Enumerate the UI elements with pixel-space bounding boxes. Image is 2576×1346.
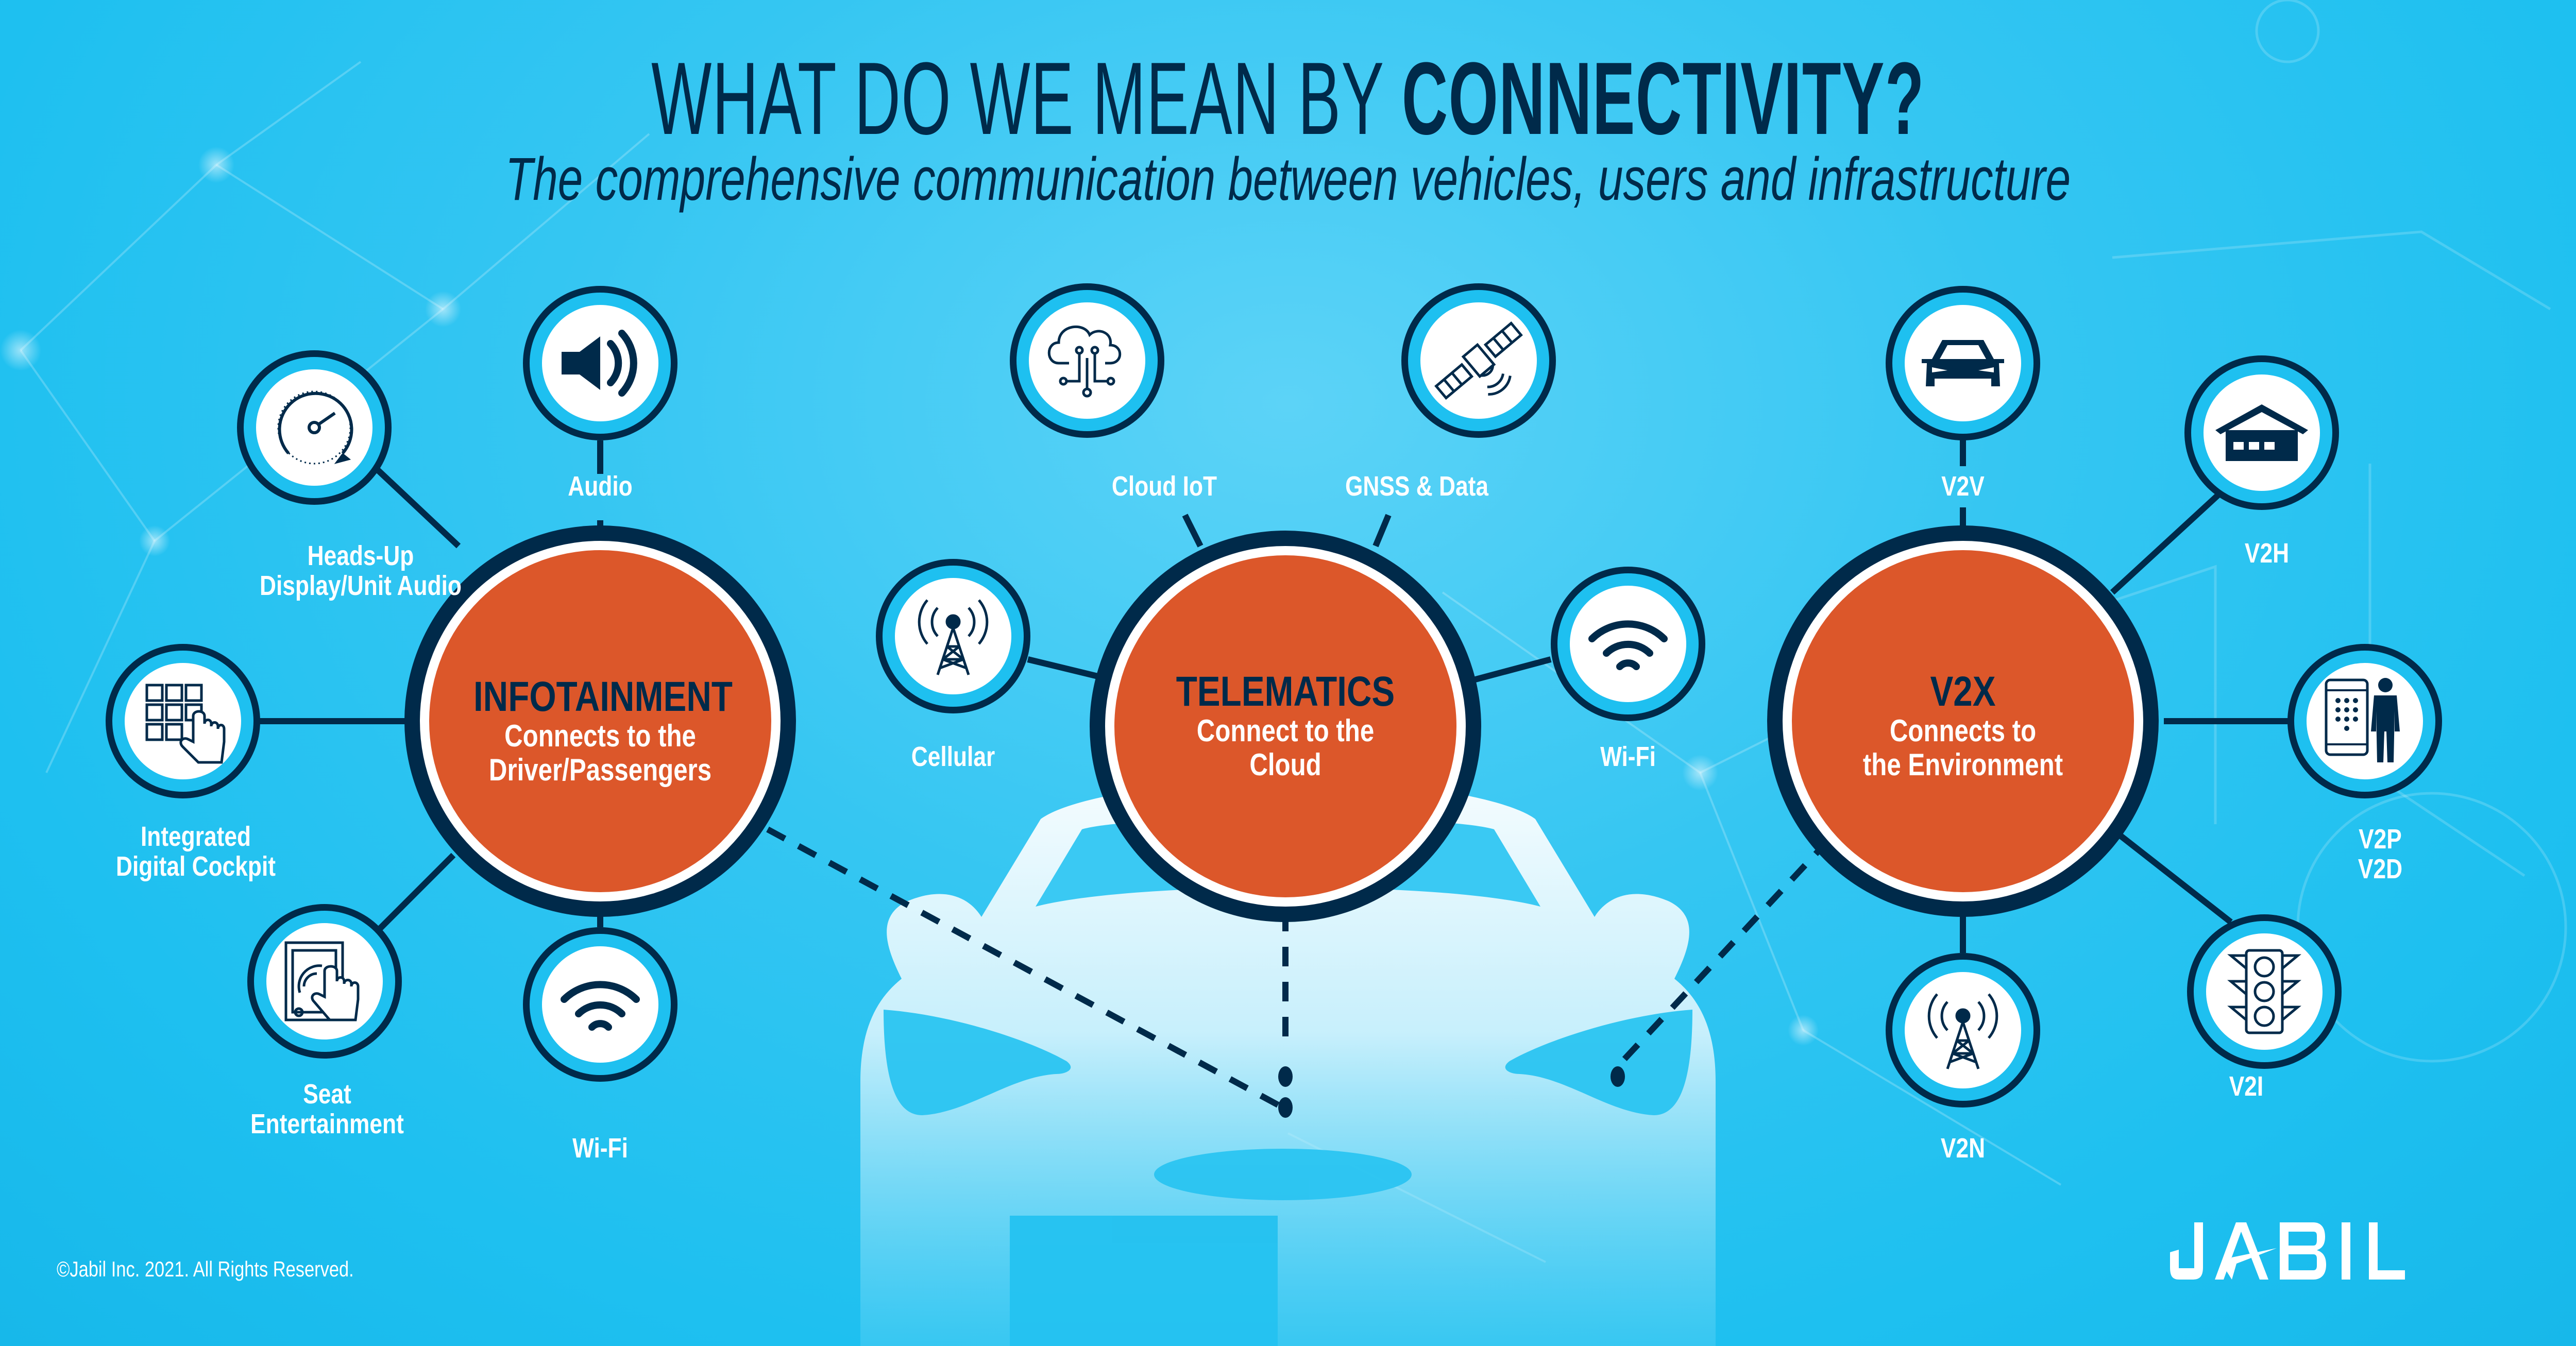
label-line1: Wi-Fi — [1600, 741, 1656, 772]
wifi-icon — [561, 981, 640, 1031]
hub-subtitle-line1: Connects to — [1889, 713, 2037, 748]
satellite-icon — [1434, 321, 1523, 400]
label-line2: V2D — [2358, 854, 2403, 884]
label-line1: V2V — [1941, 471, 1985, 502]
label-gnss-data: GNSS & Data — [1332, 471, 1501, 501]
node-gnss-data — [1401, 283, 1556, 438]
cell-tower-icon — [918, 599, 989, 675]
node-v2n — [1886, 953, 2040, 1108]
hub-subtitle-line2: Cloud — [1249, 747, 1321, 782]
label-integrated-digital-cockpit: Integrated Digital Cockpit — [90, 822, 301, 881]
label-line1: Audio — [568, 471, 633, 502]
hub-title: INFOTAINMENT — [473, 673, 733, 720]
label-line1: V2N — [1940, 1133, 1986, 1164]
house-icon — [2215, 404, 2308, 461]
car-link-endpoints — [1278, 1066, 1625, 1118]
page-title: WHAT DO WE MEAN BY CONNECTIVITY? — [489, 47, 2087, 150]
label-line1: V2P — [2359, 824, 2402, 855]
traffic-light-icon — [2227, 949, 2301, 1034]
hub-title: TELEMATICS — [1176, 668, 1395, 715]
title-light: WHAT DO WE MEAN BY — [651, 41, 1402, 156]
label-seat-entertainment: Seat Entertainment — [232, 1079, 422, 1139]
cloud-iot-icon — [1047, 326, 1122, 398]
keypad-touch-icon — [145, 684, 226, 764]
node-wifi-infotainment — [523, 927, 677, 1082]
label-line1: Seat — [303, 1079, 351, 1110]
gauge-icon — [277, 390, 353, 465]
node-v2p-v2d — [2287, 644, 2442, 798]
hub-subtitle-line1: Connects to the — [504, 719, 696, 753]
node-v2h — [2184, 355, 2339, 510]
node-integrated-digital-cockpit — [106, 644, 260, 798]
label-line1: Wi-Fi — [572, 1133, 628, 1164]
hub-subtitle-line2: the Environment — [1862, 747, 2063, 782]
wifi-icon — [1588, 620, 1668, 670]
label-wifi-infotainment: Wi-Fi — [516, 1133, 685, 1163]
node-heads-up-display — [237, 350, 392, 505]
hub-subtitle-line2: Driver/Passengers — [488, 753, 712, 787]
label-line1: Integrated — [140, 821, 251, 852]
hub-telematics-text: TELEMATICS Connect to the Cloud — [1159, 670, 1412, 782]
node-cloud-iot — [1010, 283, 1164, 438]
label-line1: GNSS & Data — [1345, 471, 1489, 502]
label-line1: Heads-Up — [307, 540, 414, 571]
node-audio — [523, 286, 677, 440]
hub-title: V2X — [1930, 668, 1996, 715]
label-line1: Cloud IoT — [1111, 471, 1217, 502]
label-line1: V2I — [2229, 1071, 2264, 1102]
jabil-logo — [2170, 1222, 2405, 1280]
dashed-car-links — [766, 826, 1832, 1111]
tablet-touch-icon — [284, 941, 360, 1021]
label-v2n: V2N — [1878, 1133, 2047, 1163]
node-cellular — [876, 559, 1030, 713]
node-v2v — [1886, 286, 2040, 440]
hub-subtitle-line1: Connect to the — [1196, 713, 1375, 748]
label-v2i: V2I — [2162, 1071, 2331, 1101]
label-cellular: Cellular — [869, 742, 1038, 772]
node-wifi-telematics — [1551, 567, 1705, 721]
copyright-text: ©Jabil Inc. 2021. All Rights Reserved. — [57, 1257, 354, 1281]
phone-person-icon — [2325, 678, 2400, 762]
label-audio: Audio — [516, 471, 685, 501]
hub-infotainment-text: INFOTAINMENT Connects to the Driver/Pass… — [473, 673, 733, 787]
label-v2p-v2d: V2P V2D — [2296, 824, 2465, 884]
label-cloud-iot: Cloud IoT — [1080, 471, 1249, 501]
label-v2v: V2V — [1878, 471, 2047, 501]
label-line1: Cellular — [911, 741, 995, 772]
label-line2: Display/Unit Audio — [260, 570, 462, 601]
hub-v2x-text: V2X Connects to the Environment — [1836, 670, 2090, 782]
label-v2h: V2H — [2182, 538, 2351, 568]
node-v2i — [2187, 914, 2342, 1069]
car-icon — [1922, 340, 2004, 386]
label-heads-up-display: Heads-Up Display/Unit Audio — [255, 541, 466, 601]
label-line1: V2H — [2244, 538, 2290, 569]
node-seat-entertainment — [247, 904, 402, 1059]
title-bold: CONNECTIVITY? — [1401, 41, 1925, 156]
car-silhouette — [860, 778, 1716, 1346]
page-subtitle: The comprehensive communication between … — [505, 145, 2071, 213]
label-line2: Entertainment — [250, 1109, 404, 1139]
speaker-icon — [562, 330, 637, 397]
label-line2: Digital Cockpit — [116, 851, 276, 882]
cell-tower-icon — [1927, 993, 1998, 1069]
label-wifi-telematics: Wi-Fi — [1544, 742, 1713, 772]
